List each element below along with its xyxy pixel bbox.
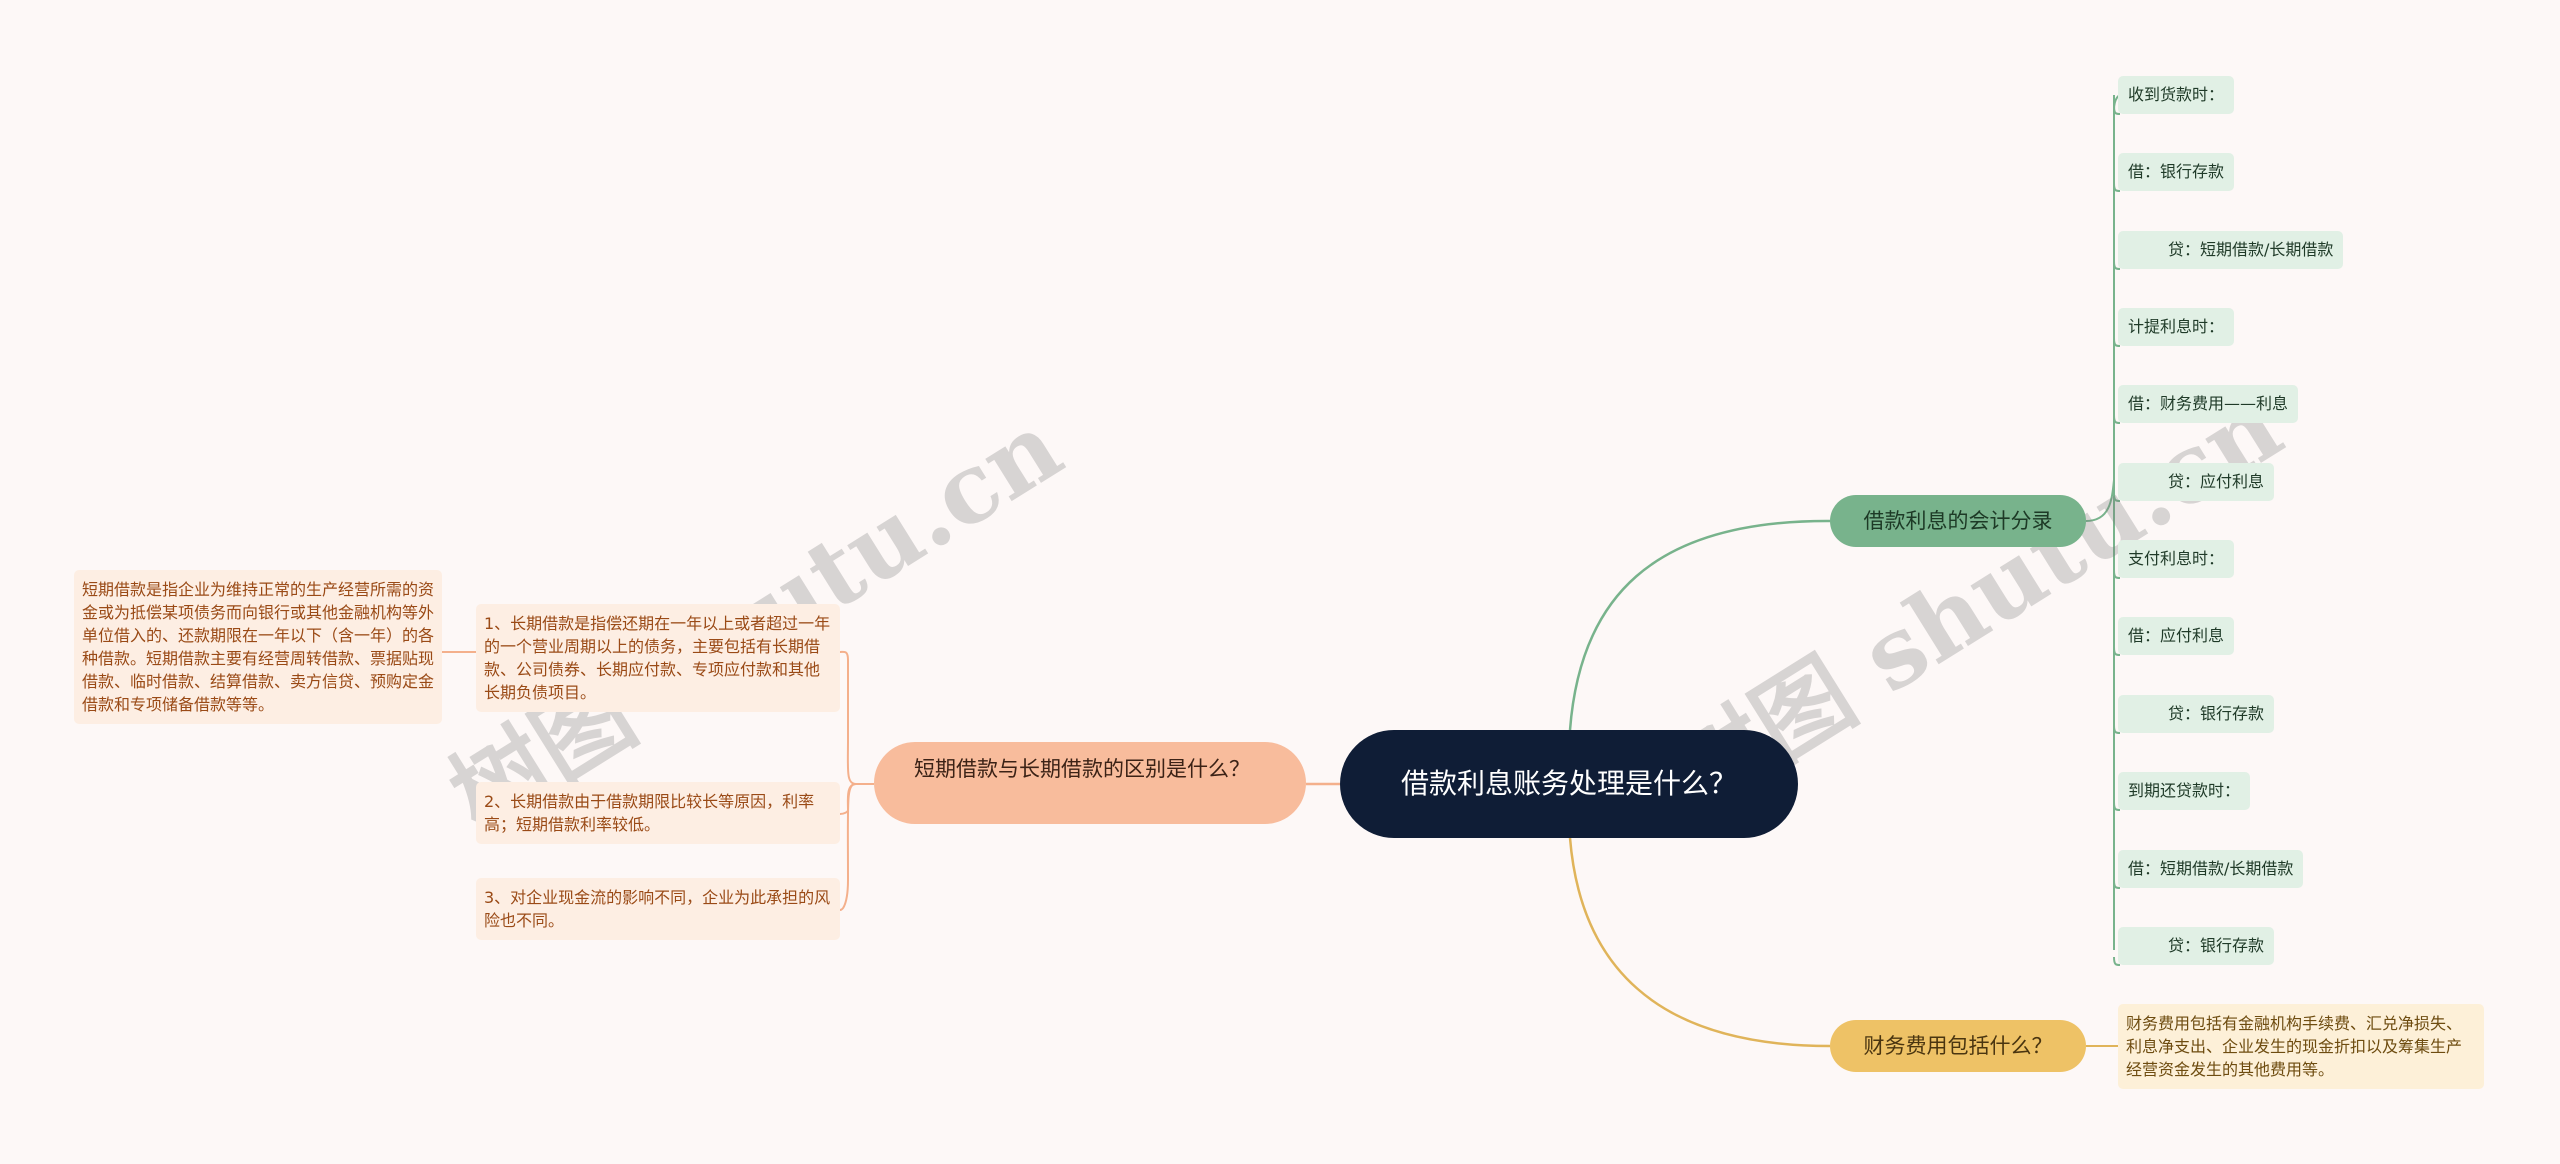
green-leaf-connector [2113,646,2121,656]
green-leaf-connector [2113,879,2121,889]
green-leaf-connector [2113,801,2121,811]
leaf-accounting-8[interactable]: 贷：银行存款 [2118,695,2275,733]
green-leaf-connector [2113,956,2121,966]
leaf-accounting-1[interactable]: 借：银行存款 [2118,153,2235,191]
green-leaf-connector [2113,337,2121,347]
green-leaf-connector [2113,260,2121,270]
leaf-accounting-5[interactable]: 贷：应付利息 [2118,463,2275,501]
leaf-finance-cost-detail[interactable]: 财务费用包括有金融机构手续费、汇兑净损失、利息净支出、企业发生的现金折扣以及筹集… [2118,1004,2484,1089]
leaf-accounting-3[interactable]: 计提利息时： [2118,308,2235,346]
branch-loan-difference[interactable]: 短期借款与长期借款的区别是什么？ [874,742,1306,824]
leaf-accounting-6[interactable]: 支付利息时： [2118,540,2235,578]
green-leaf-connector [2113,182,2121,192]
green-leaf-connector [2113,414,2121,424]
leaf-short-term-loan-detail[interactable]: 短期借款是指企业为维持正常的生产经营所需的资金或为抵偿某项债务而向银行或其他金融… [74,570,442,724]
leaf-accounting-2[interactable]: 贷：短期借款/长期借款 [2118,231,2344,269]
leaf-difference-point-3[interactable]: 3、对企业现金流的影响不同，企业为此承担的风险也不同。 [476,878,840,940]
root-node[interactable]: 借款利息账务处理是什么？ [1340,730,1798,838]
leaf-difference-point-2[interactable]: 2、长期借款由于借款期限比较长等原因，利率高；短期借款利率较低。 [476,782,840,844]
branch-accounting-entries[interactable]: 借款利息的会计分录 [1830,495,2086,547]
leaf-accounting-11[interactable]: 贷：银行存款 [2118,927,2275,965]
green-leaf-connector [2113,724,2121,734]
leaf-accounting-7[interactable]: 借：应付利息 [2118,617,2235,655]
leaf-accounting-10[interactable]: 借：短期借款/长期借款 [2118,850,2304,888]
root-title: 借款利息账务处理是什么？ [1400,767,1737,800]
green-leaf-connector [2113,492,2121,502]
leaf-accounting-9[interactable]: 到期还贷款时： [2118,772,2251,810]
leaf-difference-point-1[interactable]: 1、长期借款是指偿还期在一年以上或者超过一年的一个营业周期以上的债务，主要包括有… [476,604,840,712]
leaf-accounting-4[interactable]: 借：财务费用——利息 [2118,385,2299,423]
branch-finance-cost[interactable]: 财务费用包括什么？ [1830,1020,2086,1072]
green-leaf-connector [2113,105,2121,115]
leaf-accounting-0[interactable]: 收到货款时： [2118,76,2235,114]
green-leaf-connector [2113,569,2121,579]
